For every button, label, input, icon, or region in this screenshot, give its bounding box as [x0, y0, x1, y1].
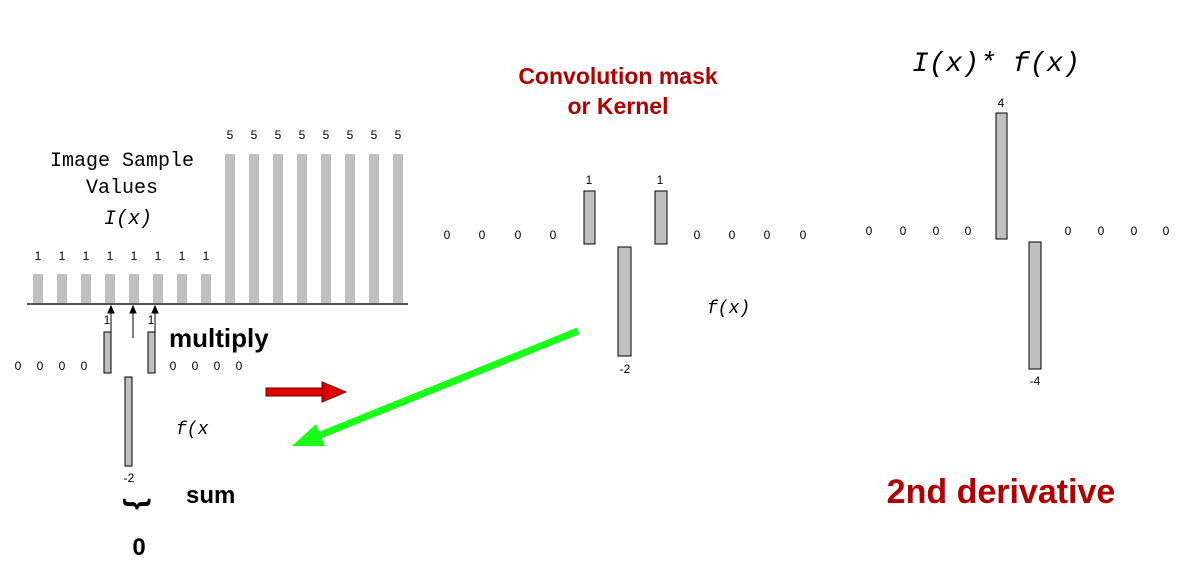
kernel-title-line1: Convolution mask	[518, 63, 718, 89]
local-kernel-function-label: f(x	[176, 420, 209, 440]
zero-value: 0	[515, 228, 522, 242]
zero-value: 0	[965, 224, 972, 238]
red-arrow-icon	[265, 381, 348, 403]
sample-value-label: 1	[35, 249, 42, 263]
result-positive-value: 4	[998, 96, 1005, 110]
zero-value: 0	[81, 359, 88, 373]
zero-value: 0	[170, 359, 177, 373]
result-positive-bar	[995, 112, 1008, 240]
multiply-label: multiply	[169, 323, 269, 353]
result-negative-bar	[1028, 241, 1042, 370]
sample-value-label: 5	[347, 128, 354, 142]
zero-value: 0	[1163, 224, 1170, 238]
sum-brace-icon: }	[122, 498, 155, 510]
sample-bar	[57, 274, 67, 304]
sample-bar	[369, 154, 379, 304]
kernel-left-zeros: 0 0 0 0	[444, 228, 557, 242]
sum-value: 0	[132, 534, 145, 561]
result-right-zeros: 0 0 0 0	[1065, 224, 1170, 238]
sample-bar	[201, 274, 211, 304]
sample-bar	[105, 274, 115, 304]
sample-bar	[249, 154, 259, 304]
zero-value: 0	[933, 224, 940, 238]
sample-bar	[225, 154, 235, 304]
image-title-line2: Values	[86, 177, 158, 200]
zero-value: 0	[764, 228, 771, 242]
local-kernel-right-value: 1	[148, 313, 155, 327]
sample-value-label: 1	[155, 249, 162, 263]
zero-value: 0	[550, 228, 557, 242]
kernel-function-label: f(x)	[707, 299, 750, 319]
sample-value-label: 5	[227, 128, 234, 142]
second-derivative-caption: 2nd derivative	[887, 473, 1116, 511]
sample-value-label: 1	[203, 249, 210, 263]
zero-value: 0	[214, 359, 221, 373]
sample-value-label: 5	[299, 128, 306, 142]
sample-value-label: 5	[275, 128, 282, 142]
zero-value: 0	[479, 228, 486, 242]
sample-bar	[129, 274, 139, 304]
sample-value-label: 1	[59, 249, 66, 263]
result-left-zeros: 0 0 0 0	[866, 224, 972, 238]
zero-value: 0	[192, 359, 199, 373]
zero-value: 0	[729, 228, 736, 242]
sample-value-label: 5	[251, 128, 258, 142]
kernel-center-bar	[617, 246, 632, 357]
sample-bar	[297, 154, 307, 304]
sum-label: sum	[186, 482, 235, 509]
zero-value: 0	[15, 359, 22, 373]
zero-value: 0	[236, 359, 243, 373]
sample-bar	[177, 274, 187, 304]
zero-value: 0	[1065, 224, 1072, 238]
local-kernel-right-zeros: 0 0 0 0	[170, 359, 243, 373]
zero-value: 0	[800, 228, 807, 242]
sample-value-label: 1	[131, 249, 138, 263]
zero-value: 0	[59, 359, 66, 373]
zero-value: 0	[444, 228, 451, 242]
zero-value: 0	[1098, 224, 1105, 238]
local-kernel-right-bar	[147, 331, 156, 374]
zero-value: 0	[900, 224, 907, 238]
result-negative-value: -4	[1030, 374, 1041, 388]
kernel-left-bar	[583, 190, 596, 245]
sample-value-label: 1	[107, 249, 114, 263]
zero-value: 0	[866, 224, 873, 238]
result-title: I(x)* f(x)	[912, 49, 1080, 80]
local-kernel-left-value: 1	[104, 313, 111, 327]
sample-bar	[393, 154, 403, 304]
sample-bar	[321, 154, 331, 304]
sample-bar	[33, 274, 43, 304]
sample-bar	[345, 154, 355, 304]
image-title-line1: Image Sample	[50, 150, 194, 173]
sample-value-label: 5	[395, 128, 402, 142]
zero-value: 0	[1131, 224, 1138, 238]
sample-bar	[81, 274, 91, 304]
sample-bar	[273, 154, 283, 304]
kernel-right-value: 1	[657, 173, 664, 187]
local-kernel-center-bar	[124, 376, 133, 467]
sample-value-label: 1	[179, 249, 186, 263]
kernel-center-value: -2	[620, 362, 631, 376]
kernel-left-value: 1	[586, 173, 593, 187]
image-function-label: I(x)	[104, 208, 152, 231]
kernel-title-line2: or Kernel	[568, 93, 669, 119]
zero-value: 0	[694, 228, 701, 242]
low-sample-bars: 1 1 1 1 1 1 1 1	[33, 249, 211, 304]
local-kernel-left-zeros: 0 0 0 0	[15, 359, 88, 373]
sample-value-label: 5	[371, 128, 378, 142]
sample-value-label: 5	[323, 128, 330, 142]
high-sample-bars: 5 5 5 5 5 5 5 5	[225, 128, 403, 304]
sample-value-label: 1	[83, 249, 90, 263]
local-kernel-left-bar	[103, 331, 112, 374]
kernel-right-bar	[654, 190, 668, 245]
zero-value: 0	[37, 359, 44, 373]
green-arrow-icon	[292, 327, 580, 446]
local-kernel-center-value: -2	[124, 471, 135, 485]
kernel-right-zeros: 0 0 0 0	[694, 228, 807, 242]
sample-bar	[153, 274, 163, 304]
